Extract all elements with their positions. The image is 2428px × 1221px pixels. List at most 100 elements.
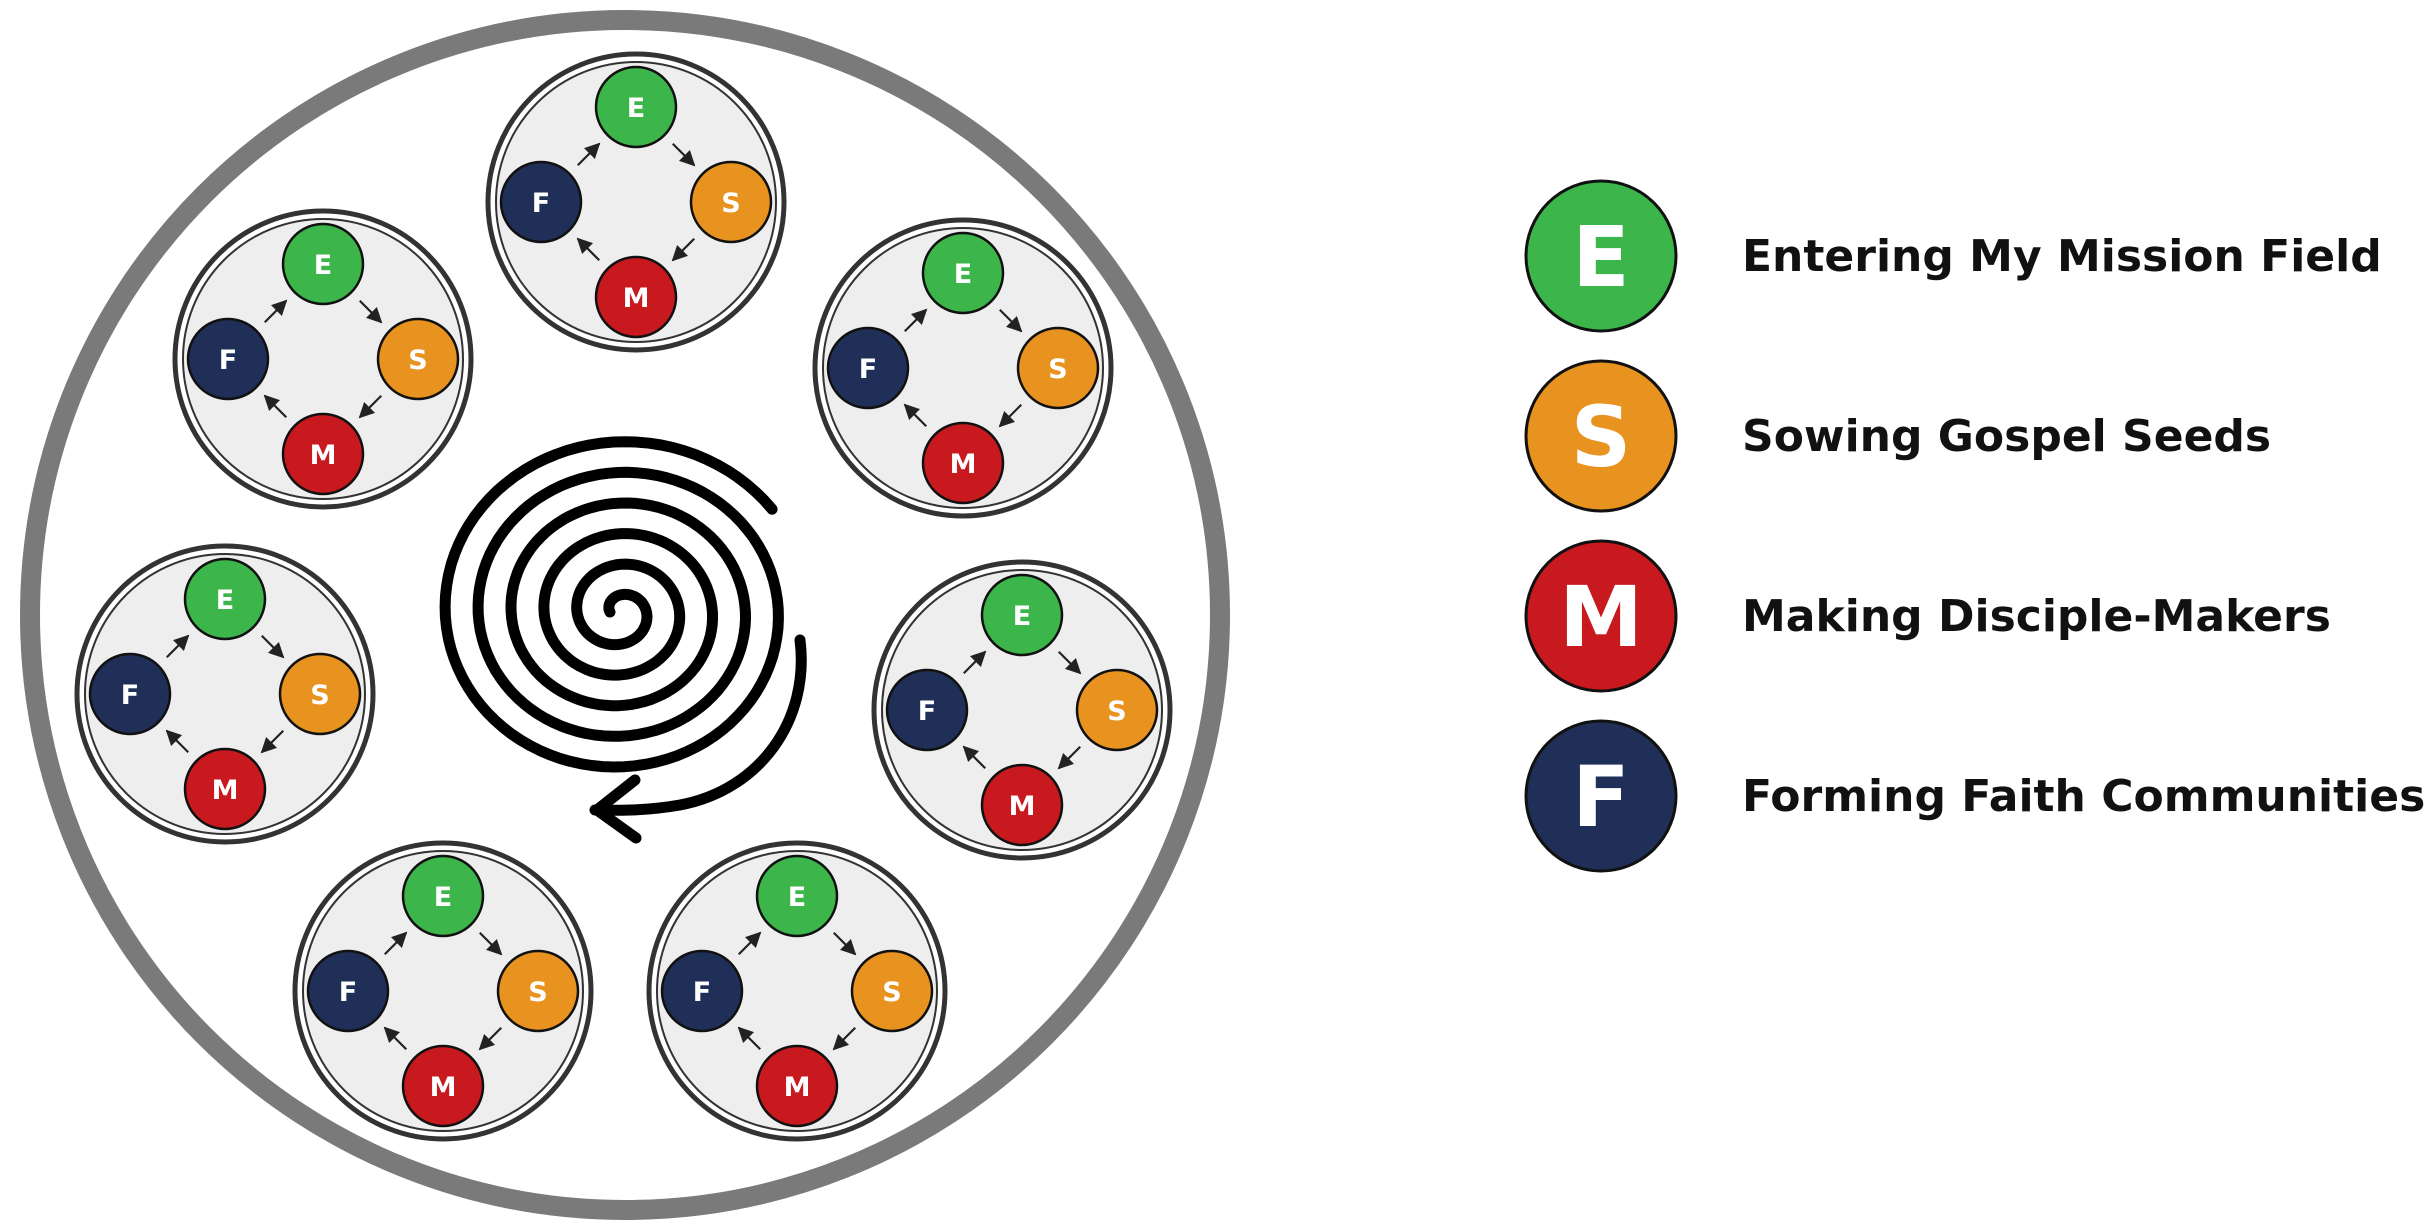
stage-node-m: M: [755, 1044, 839, 1128]
stage-node-circle: [306, 949, 390, 1033]
stage-node-m: M: [401, 1044, 485, 1128]
stage-node-letter: F: [859, 354, 877, 385]
stage-node-letter: M: [212, 775, 239, 806]
legend-label: Entering My Mission Field: [1742, 231, 2382, 282]
cycle-background: [881, 569, 1163, 851]
cycle-arrow: [576, 142, 601, 167]
legend-item-s: S Sowing Gospel Seeds: [1524, 359, 2271, 513]
spiral-arrowhead-icon: [591, 774, 642, 844]
stage-node-letter: E: [216, 585, 234, 616]
cycle-arrow: [260, 729, 285, 754]
cycle-arrow: [165, 729, 190, 754]
stage-node-circle: [921, 421, 1005, 505]
stage-node-f: F: [499, 160, 583, 244]
stage-node-circle: [376, 317, 460, 401]
cycle-arrow: [263, 299, 288, 324]
stage-node-circle: [278, 652, 362, 736]
cycle-arrow: [383, 1026, 408, 1051]
cycle-arrow: [383, 931, 408, 956]
spiral-tail: [589, 634, 807, 816]
stage-node-s: S: [1075, 668, 1159, 752]
stage-node-f: F: [660, 949, 744, 1033]
stage-node-letter: S: [310, 680, 329, 711]
stage-node-circle: [499, 160, 583, 244]
stage-node-letter: E: [954, 259, 972, 290]
stage-node-letter: E: [1013, 601, 1031, 632]
cycle-arrow: [358, 299, 383, 324]
cycle-border: [172, 208, 474, 510]
cycle-arrow: [962, 650, 987, 675]
stage-node-f: F: [306, 949, 390, 1033]
stage-node-letter: S: [721, 188, 740, 219]
stage-node-circle: [850, 949, 934, 1033]
stage-node-e: E: [755, 854, 839, 938]
cycle-arrow: [165, 634, 190, 659]
stage-node-letter: M: [310, 440, 337, 471]
cycle-border: [74, 543, 376, 845]
stage-node-letter: F: [532, 188, 550, 219]
cycle-arrow: [358, 394, 383, 419]
stage-node-circle: [660, 949, 744, 1033]
stage-node-letter: F: [693, 977, 711, 1008]
legend-item-m: M Making Disciple-Makers: [1524, 539, 2331, 693]
stage-node-letter: M: [950, 449, 977, 480]
stage-node-circle: [401, 1044, 485, 1128]
legend-badge-letter: M: [1559, 568, 1643, 666]
stage-node-letter: E: [627, 93, 645, 124]
cycle-arrow: [576, 237, 601, 262]
stage-node-letter: S: [528, 977, 547, 1008]
stage-node-letter: F: [339, 977, 357, 1008]
stage-node-circle: [980, 763, 1064, 847]
cycle-diagram: E S M F: [871, 559, 1173, 861]
stage-node-circle: [755, 854, 839, 938]
stage-node-circle: [980, 573, 1064, 657]
spiral-icon: [439, 436, 784, 773]
cycle-diagram: E S M F: [74, 543, 376, 845]
stage-node-f: F: [88, 652, 172, 736]
stage-node-circle: [186, 317, 270, 401]
cycle-border: [871, 559, 1173, 861]
cycle-background: [302, 850, 584, 1132]
legend-badge-letter: F: [1572, 748, 1629, 846]
cycle-arrow: [671, 142, 696, 167]
stage-node-circle: [183, 747, 267, 831]
legend-badge: [1524, 719, 1678, 873]
stage-node-circle: [281, 222, 365, 306]
legend-badge-letter: S: [1571, 388, 1632, 486]
cycle-arrow: [832, 931, 857, 956]
stage-node-letter: S: [1048, 354, 1067, 385]
legend-label: Making Disciple-Makers: [1742, 591, 2331, 642]
cycle-arrow: [263, 394, 288, 419]
cycle-background: [822, 227, 1104, 509]
stage-node-circle: [826, 326, 910, 410]
stage-node-e: E: [183, 557, 267, 641]
stage-node-letter: M: [784, 1072, 811, 1103]
cycle-arrow: [1057, 745, 1082, 770]
legend-badge: [1524, 539, 1678, 693]
stage-node-m: M: [594, 255, 678, 339]
cycle-border: [485, 51, 787, 353]
cycle-arrow: [671, 237, 696, 262]
stage-node-circle: [885, 668, 969, 752]
stage-node-letter: M: [1009, 791, 1036, 822]
stage-node-circle: [921, 231, 1005, 315]
stage-node-letter: E: [788, 882, 806, 913]
cycle-arrow: [903, 308, 928, 333]
cycle-background: [656, 850, 938, 1132]
stage-node-s: S: [278, 652, 362, 736]
cycle-arrow: [998, 308, 1023, 333]
cycle-arrow: [260, 634, 285, 659]
cycle-arrow: [1057, 650, 1082, 675]
stage-node-e: E: [281, 222, 365, 306]
stage-node-circle: [1075, 668, 1159, 752]
stage-node-f: F: [885, 668, 969, 752]
stage-node-letter: F: [219, 345, 237, 376]
stage-node-m: M: [921, 421, 1005, 505]
legend-label: Sowing Gospel Seeds: [1742, 411, 2271, 462]
stage-node-letter: F: [121, 680, 139, 711]
legend-badge: [1524, 359, 1678, 513]
